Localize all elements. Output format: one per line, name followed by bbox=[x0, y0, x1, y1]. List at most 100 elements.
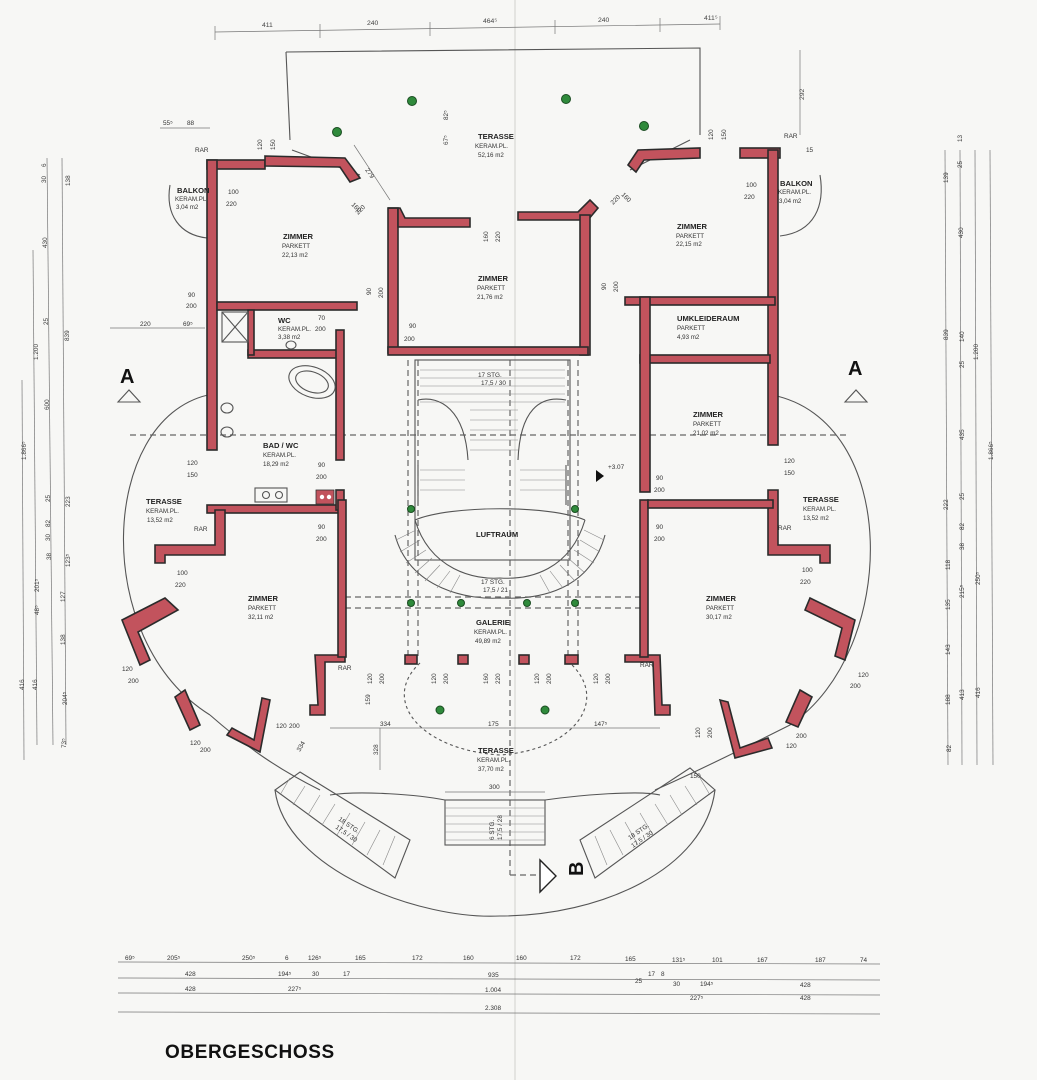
dim-right: 430 bbox=[958, 227, 965, 238]
room-bad-wc-name: BAD / WC bbox=[263, 441, 299, 450]
exterior-stairs: 18 STG. 17,5 / 30 18 STG. 17,5 / 30 6 ST… bbox=[274, 767, 716, 879]
dim-bottom-1: 165 bbox=[355, 955, 366, 962]
room-balkon-left-name: BALKON bbox=[177, 186, 209, 195]
stair-steps-lower: 17 STG. bbox=[481, 579, 505, 586]
opening-height: 200 bbox=[128, 678, 139, 685]
room-terasse-bottom-finish: KERAM.PL. bbox=[477, 757, 510, 764]
opening-height: 200 bbox=[289, 723, 300, 730]
dim-left: 82 bbox=[45, 519, 52, 527]
stair-center-steps: 6 STG. bbox=[489, 820, 496, 840]
opening-width: 120 bbox=[695, 727, 702, 738]
dim-left: 138 bbox=[60, 634, 67, 645]
opening-width: 120 bbox=[786, 743, 797, 750]
opening-height: 220 bbox=[744, 194, 755, 201]
opening-width: 120 bbox=[122, 666, 133, 673]
dim-bottom-2: 194⁵ bbox=[700, 981, 714, 988]
dim-left: 30 bbox=[41, 175, 48, 183]
dim-left: 38 bbox=[46, 552, 53, 560]
dim-bottom-2: 25 bbox=[635, 978, 643, 985]
dim-82: 82⁵ bbox=[443, 110, 450, 120]
room-terasse-bottom-area: 37,70 m2 bbox=[478, 766, 504, 773]
dim-bottom-2: 428 bbox=[185, 971, 196, 978]
opening-width: 120 bbox=[593, 673, 600, 684]
dim-right: 25 bbox=[959, 492, 966, 500]
opening-width: 100 bbox=[746, 182, 757, 189]
stair-center-ratio: 17,5 / 28 bbox=[497, 815, 504, 840]
openings: 100 220 100 220 120 150 120 150 160 220 … bbox=[122, 129, 869, 754]
opening-width: 90 bbox=[366, 287, 373, 295]
rar-label: RAR bbox=[194, 526, 208, 533]
dim-bottom-1: 172 bbox=[570, 955, 581, 962]
opening-height: 200 bbox=[850, 683, 861, 690]
opening-width: 90 bbox=[656, 475, 664, 482]
dim-left: 73⁵ bbox=[61, 738, 68, 748]
section-mark-a-left: A bbox=[120, 366, 134, 388]
room-zimmer-5-finish: PARKETT bbox=[248, 605, 276, 612]
opening-height: 220 bbox=[495, 231, 502, 242]
opening-height: 200 bbox=[654, 536, 665, 543]
dim-292: 292 bbox=[799, 88, 806, 100]
opening-height: 150 bbox=[784, 470, 795, 477]
dim-right: 143 bbox=[945, 644, 952, 655]
dim-left-mid: 123⁵ bbox=[65, 553, 72, 567]
opening-width: 160 bbox=[483, 673, 490, 684]
room-terasse-top-area: 52,16 m2 bbox=[478, 152, 504, 159]
right-dimension-chains: 139 25 430 140 25 435 222 25 82 38 118 1… bbox=[943, 134, 995, 766]
dim-bottom-2: 30 bbox=[312, 971, 320, 978]
opening-height: 220 bbox=[495, 673, 502, 684]
rar-label: RAR bbox=[778, 525, 792, 532]
dim-bottom-total: 2.308 bbox=[485, 1005, 501, 1012]
dim-left: 600 bbox=[44, 399, 51, 410]
dim-top-4: 240 bbox=[598, 17, 610, 24]
tree-marker bbox=[561, 94, 571, 104]
opening-height: 200 bbox=[546, 673, 553, 684]
dim-left: 30 bbox=[45, 533, 52, 541]
room-zimmer-3-name: ZIMMER bbox=[677, 222, 707, 231]
dim-300: 300 bbox=[489, 784, 500, 791]
opening-width: 120 bbox=[276, 723, 287, 730]
room-zimmer-6-area: 30,17 m2 bbox=[706, 614, 732, 621]
opening-height: 200 bbox=[796, 733, 807, 740]
room-terasse-left-area: 13,52 m2 bbox=[147, 517, 173, 524]
opening-width: 159 bbox=[365, 694, 372, 705]
opening-width: 120 bbox=[534, 673, 541, 684]
dim-bottom-3: 428 bbox=[800, 995, 811, 1002]
opening-width: 70 bbox=[318, 315, 326, 322]
dim-top-1: 411 bbox=[262, 22, 273, 29]
opening-height: 150 bbox=[270, 139, 277, 150]
dim-left-inner: 1.866⁵ bbox=[21, 441, 28, 460]
section-mark-a-right: A bbox=[848, 358, 862, 380]
dim-bottom-2: 8 bbox=[661, 971, 665, 978]
room-terasse-left-name: TERASSE bbox=[146, 497, 182, 506]
dim-bottom-1: 205⁵ bbox=[167, 955, 181, 962]
opening-width: 120 bbox=[431, 673, 438, 684]
dim-150: 150 bbox=[690, 773, 701, 780]
dim-bottom-2: 17 bbox=[648, 971, 656, 978]
walls bbox=[120, 147, 856, 759]
room-balkon-left-area: 3,04 m2 bbox=[176, 204, 199, 211]
floor-title: OBERGESCHOSS bbox=[165, 1042, 335, 1063]
opening-width: 100 bbox=[228, 189, 239, 196]
dim-right: 140 bbox=[959, 331, 966, 342]
dim-220: 220 bbox=[140, 321, 151, 328]
dim-right-mid: 839 bbox=[943, 329, 950, 340]
opening-height: 200 bbox=[404, 336, 415, 343]
room-galerie-finish: KERAM.PL. bbox=[474, 629, 507, 636]
opening-width: 90 bbox=[188, 292, 196, 299]
dim-right-outer: 1.200 bbox=[973, 344, 980, 360]
section-arrow-b bbox=[539, 858, 557, 894]
bottom-dimension-chains: 69⁵ 205⁵ 250⁵ 6 126⁵ 165 172 160 160 172… bbox=[117, 955, 881, 1015]
dim-right-outer: 1.866⁵ bbox=[988, 441, 995, 460]
room-bad-wc-area: 18,29 m2 bbox=[263, 461, 289, 468]
room-balkon-right-finish: KERAM.PL. bbox=[778, 189, 811, 196]
rar-label: RAR bbox=[784, 133, 798, 140]
dim-right: 435 bbox=[959, 429, 966, 440]
room-zimmer-1-name: ZIMMER bbox=[283, 232, 313, 241]
opening-width: 90 bbox=[409, 323, 417, 330]
dim-right: 25 bbox=[959, 360, 966, 368]
dim-right-mid: 215⁵ bbox=[959, 584, 966, 598]
opening-height: 200 bbox=[200, 747, 211, 754]
galerie-dimensions: 334 175 147⁵ 328 334 220 69⁵ bbox=[110, 321, 660, 770]
dim-bottom-1: 187 bbox=[815, 957, 826, 964]
dim-right: 38 bbox=[959, 542, 966, 550]
